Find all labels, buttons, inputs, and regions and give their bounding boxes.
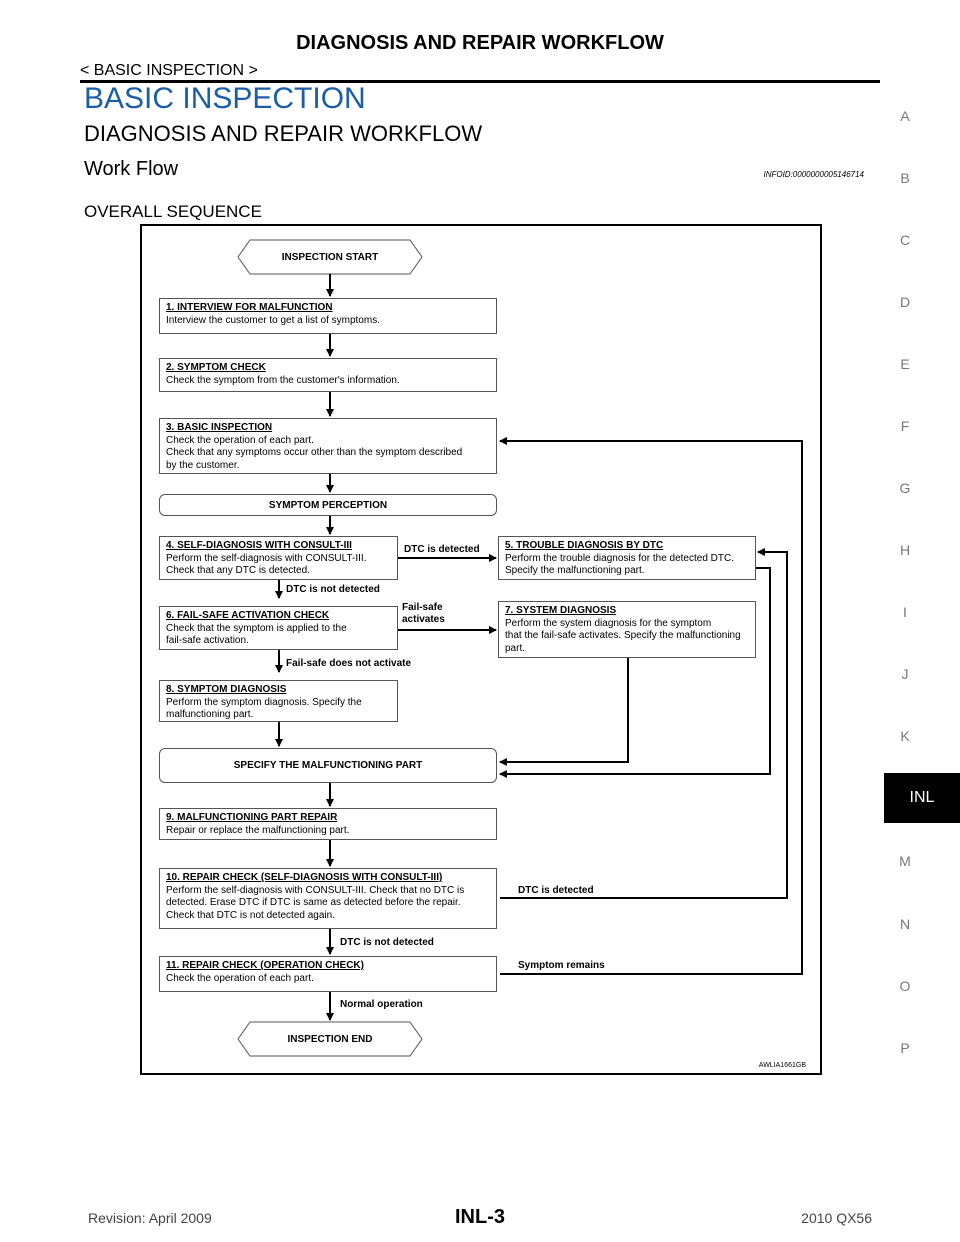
step-5-desc: Perform the trouble diagnosis for the de…	[505, 552, 735, 577]
flowchart-connectors	[237, 239, 803, 1057]
step-11: 11. REPAIR CHECK (OPERATION CHECK) Check…	[159, 956, 497, 992]
side-index-d[interactable]: D	[899, 294, 911, 310]
step-1-desc: Interview the customer to get a list of …	[166, 314, 380, 326]
footer-page-number: INL-3	[455, 1206, 505, 1228]
step-1-title: 1. INTERVIEW FOR MALFUNCTION	[166, 302, 333, 313]
side-index: A B C D E F G H I J K M N O P	[880, 0, 960, 1100]
step-3: 3. BASIC INSPECTION Check the operation …	[159, 418, 497, 474]
end-terminator: INSPECTION END	[287, 1033, 373, 1045]
step-1: 1. INTERVIEW FOR MALFUNCTION Interview t…	[159, 298, 497, 334]
label-normal-operation: Normal operation	[340, 999, 423, 1010]
side-index-f[interactable]: F	[900, 418, 910, 434]
start-terminator: INSPECTION START	[281, 251, 379, 263]
figure-code: AWLIA1661GB	[758, 1062, 806, 1069]
step-8-title: 8. SYMPTOM DIAGNOSIS	[166, 684, 287, 695]
step-11-desc: Check the operation of each part.	[166, 972, 314, 984]
step-11-title: 11. REPAIR CHECK (OPERATION CHECK)	[166, 960, 364, 971]
section-title: BASIC INSPECTION	[84, 82, 366, 115]
step-2-desc: Check the symptom from the customer's in…	[166, 374, 400, 386]
step-9: 9. MALFUNCTIONING PART REPAIR Repair or …	[159, 808, 497, 840]
end-terminator-shape	[237, 1021, 423, 1057]
page-header-title: DIAGNOSIS AND REPAIR WORKFLOW	[296, 32, 664, 54]
step-7-desc: Perform the system diagnosis for the sym…	[505, 617, 741, 654]
step-3-desc: Check the operation of each part. Check …	[166, 434, 463, 471]
step-7: 7. SYSTEM DIAGNOSIS Perform the system d…	[498, 601, 756, 658]
label-dtc-detected: DTC is detected	[404, 544, 480, 555]
step-5-title: 5. TROUBLE DIAGNOSIS BY DTC	[505, 540, 664, 551]
sequence-label: OVERALL SEQUENCE	[84, 202, 262, 221]
side-index-j[interactable]: J	[901, 666, 909, 682]
step-2-title: 2. SYMPTOM CHECK	[166, 362, 266, 373]
step-4-desc: Perform the self-diagnosis with CONSULT-…	[166, 552, 367, 577]
step-2: 2. SYMPTOM CHECK Check the symptom from …	[159, 358, 497, 392]
side-index-b[interactable]: B	[900, 170, 910, 186]
side-index-p[interactable]: P	[900, 1040, 910, 1056]
side-index-c[interactable]: C	[899, 232, 911, 248]
footer-model: 2010 QX56	[801, 1210, 872, 1226]
page-header-subtitle: < BASIC INSPECTION >	[80, 62, 258, 79]
info-id: INFOID:0000000005146714	[763, 170, 864, 179]
step-10-title: 10. REPAIR CHECK (SELF-DIAGNOSIS WITH CO…	[166, 872, 443, 883]
start-terminator-shape	[237, 239, 423, 275]
step-6-title: 6. FAIL-SAFE ACTIVATION CHECK	[166, 610, 330, 621]
side-index-o[interactable]: O	[899, 978, 911, 994]
step-9-desc: Repair or replace the malfunctioning par…	[166, 824, 350, 836]
side-index-h[interactable]: H	[899, 542, 911, 558]
step-8-desc: Perform the symptom diagnosis. Specify t…	[166, 696, 362, 721]
footer-revision: Revision: April 2009	[88, 1210, 212, 1226]
section-subtitle: DIAGNOSIS AND REPAIR WORKFLOW	[84, 121, 483, 146]
flowchart: INSPECTION START 1. INTERVIEW FOR MALFUN…	[140, 224, 822, 1075]
label-failsafe-activates: Fail-safe activates	[402, 602, 445, 625]
work-flow-heading: Work Flow	[84, 158, 179, 180]
label-failsafe-not-activate: Fail-safe does not activate	[286, 658, 412, 669]
step-8: 8. SYMPTOM DIAGNOSIS Perform the symptom…	[159, 680, 398, 722]
step-4-title: 4. SELF-DIAGNOSIS WITH CONSULT-III	[166, 540, 352, 551]
symptom-perception: SYMPTOM PERCEPTION	[159, 494, 497, 516]
step-10-desc: Perform the self-diagnosis with CONSULT-…	[166, 884, 465, 921]
side-index-active-tab[interactable]: INL	[884, 773, 960, 823]
header-rule	[80, 80, 880, 83]
step-9-title: 9. MALFUNCTIONING PART REPAIR	[166, 812, 338, 823]
side-index-i[interactable]: I	[903, 604, 907, 620]
step-3-title: 3. BASIC INSPECTION	[166, 422, 273, 433]
specify-malfunctioning-part: SPECIFY THE MALFUNCTIONING PART	[159, 748, 497, 783]
label-dtc-not-detected-repair: DTC is not detected	[340, 937, 434, 948]
label-dtc-not-detected: DTC is not detected	[286, 584, 380, 595]
step-6-desc: Check that the symptom is applied to the…	[166, 622, 347, 647]
step-4: 4. SELF-DIAGNOSIS WITH CONSULT-III Perfo…	[159, 536, 398, 580]
side-index-n[interactable]: N	[899, 916, 911, 932]
step-7-title: 7. SYSTEM DIAGNOSIS	[505, 605, 617, 616]
side-index-k[interactable]: K	[900, 728, 910, 744]
side-index-a[interactable]: A	[900, 108, 910, 124]
side-index-m[interactable]: M	[899, 853, 911, 869]
step-6: 6. FAIL-SAFE ACTIVATION CHECK Check that…	[159, 606, 398, 650]
side-index-e[interactable]: E	[900, 356, 910, 372]
side-index-g[interactable]: G	[899, 480, 911, 496]
label-symptom-remains: Symptom remains	[518, 960, 605, 971]
step-5: 5. TROUBLE DIAGNOSIS BY DTC Perform the …	[498, 536, 756, 580]
label-dtc-detected-repair: DTC is detected	[518, 885, 594, 896]
step-10: 10. REPAIR CHECK (SELF-DIAGNOSIS WITH CO…	[159, 868, 497, 929]
